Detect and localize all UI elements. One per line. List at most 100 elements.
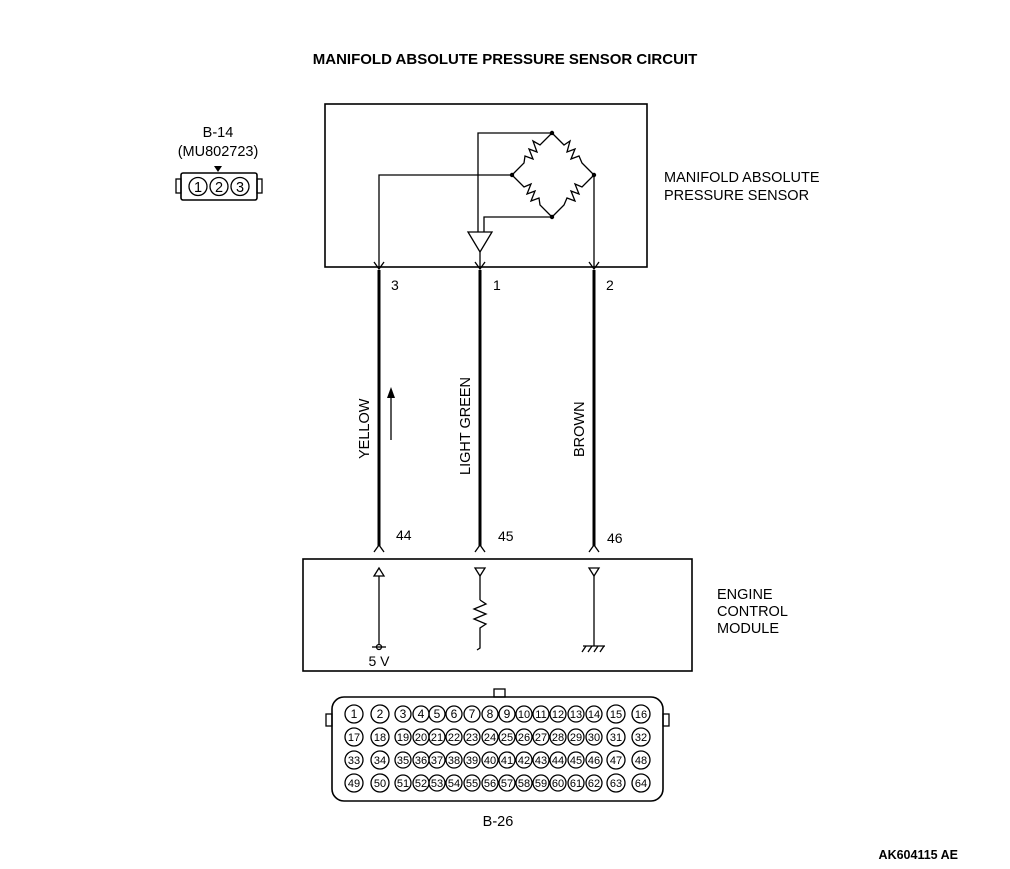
connector-b26-pin-17 <box>344 727 364 747</box>
wire-color-brown: BROWN <box>572 401 588 457</box>
figure-code: AK604115 AE <box>879 848 958 862</box>
wire-color-light-green: LIGHT GREEN <box>458 377 474 475</box>
connector-b26-pin-label: 50 <box>374 778 386 790</box>
connector-b26-name: B-26 <box>483 814 514 830</box>
connector-b26-pin-label: 8 <box>487 707 494 721</box>
connector-b26-pin-51 <box>394 774 412 792</box>
connector-b26-pin-label: 26 <box>518 732 530 744</box>
connector-b26-pin-label: 10 <box>518 709 530 721</box>
connector-b26-pin-33 <box>344 750 364 770</box>
ecm-pin-46: 46 <box>607 530 623 546</box>
diagram-title: MANIFOLD ABSOLUTE PRESSURE SENSOR CIRCUI… <box>313 51 697 68</box>
connector-b26-pin-57 <box>498 774 516 792</box>
connector-b26-pin-label: 37 <box>431 755 443 767</box>
connector-b26-pin-10 <box>515 705 533 723</box>
connector-b26-pin-49 <box>344 773 364 793</box>
sensor-pin-3: 3 <box>391 277 399 293</box>
connector-b26-pin-label: 46 <box>588 755 600 767</box>
connector-b26-pin-label: 38 <box>448 755 460 767</box>
connector-b26-pin-label: 34 <box>374 755 386 767</box>
connector-b26-pin-41 <box>498 751 516 769</box>
connector-b26-pin-label: 19 <box>397 732 409 744</box>
ecm-input-triangle-46-icon <box>587 567 601 578</box>
connector-b26-pin-27 <box>532 728 550 746</box>
connector-b26-pin-43 <box>532 751 550 769</box>
connector-b26-pin-label: 9 <box>504 707 511 721</box>
connector-b26-pin-24 <box>481 728 499 746</box>
sensor-box <box>324 103 648 268</box>
connector-b26-pin-label: 3 <box>400 707 407 721</box>
connector-b26-pin-12 <box>549 705 567 723</box>
connector-b26-pin-5 <box>428 705 446 723</box>
connector-b26-pin-label: 14 <box>588 709 600 721</box>
connector-b26-pin-label: 44 <box>552 755 564 767</box>
connector-b26-pin-14 <box>585 705 603 723</box>
connector-b26-pin-label: 54 <box>448 778 460 790</box>
connector-b26-pin-3 <box>394 705 412 723</box>
ecm-box <box>302 558 693 672</box>
connector-b26-pin-label: 45 <box>570 755 582 767</box>
connector-b26-pin-label: 20 <box>415 732 427 744</box>
connector-b26-pin-29 <box>567 728 585 746</box>
connector-b26-pin-label: 12 <box>552 709 564 721</box>
ground-icon <box>581 645 605 653</box>
connector-b26-pin-label: 58 <box>518 778 530 790</box>
connector-b26-pin-42 <box>515 751 533 769</box>
connector-b26-pin-23 <box>463 728 481 746</box>
connector-b26-pin-58 <box>515 774 533 792</box>
connector-b26-pin-31 <box>606 727 626 747</box>
connector-b26-pin-label: 62 <box>588 778 600 790</box>
connector-b26-pin-label: 5 <box>434 707 441 721</box>
connector-b26-pin-label: 24 <box>484 732 496 744</box>
connector-b26-pin-label: 53 <box>431 778 443 790</box>
ecm-label-line3: MODULE <box>717 621 779 637</box>
connector-b26-pin-35 <box>394 751 412 769</box>
connector-b26-pin-label: 30 <box>588 732 600 744</box>
connector-b26-pin-label: 61 <box>570 778 582 790</box>
connector-b26-pin-label: 47 <box>610 755 622 767</box>
connector-b14-name: B-14 <box>203 125 234 141</box>
ecm-label-line2: CONTROL <box>717 604 788 620</box>
connector-b26-pin-label: 32 <box>635 732 647 744</box>
connector-b26-pin-62 <box>585 774 603 792</box>
connector-b26-pin-label: 13 <box>570 709 582 721</box>
connector-b26-pin-47 <box>606 750 626 770</box>
connector-b26-pin-37 <box>428 751 446 769</box>
connector-b26-pin-22 <box>445 728 463 746</box>
connector-b26-pin-6 <box>445 705 463 723</box>
connector-b14-pin-2 <box>209 176 229 197</box>
connector-b26-pin-label: 4 <box>418 707 425 721</box>
connector-b26-pin-label: 36 <box>415 755 427 767</box>
connector-b26-pin-46 <box>585 751 603 769</box>
connector-b26-pin-50 <box>370 773 390 793</box>
connector-b26-pin-8 <box>481 705 499 723</box>
signal-direction-arrow-icon <box>387 387 395 440</box>
connector-b26-pin-label: 59 <box>535 778 547 790</box>
connector-b26-pin-label: 35 <box>397 755 409 767</box>
connector-b26-pin-61 <box>567 774 585 792</box>
connector-b26-pin-25 <box>498 728 516 746</box>
connector-b26-pin-18 <box>370 727 390 747</box>
wire-color-yellow: YELLOW <box>357 398 373 459</box>
connector-b26-pin-label: 6 <box>451 707 458 721</box>
connector-b26-pin-label: 1 <box>351 707 358 721</box>
sensor-pin-1: 1 <box>493 277 501 293</box>
ecm-connector-terminals <box>373 543 600 553</box>
connector-b26-pin-label: 22 <box>448 732 460 744</box>
connector-b26-pin-48 <box>631 750 651 770</box>
connector-b26-pin-21 <box>428 728 446 746</box>
connector-b26-pin-label: 39 <box>466 755 478 767</box>
connector-b26-pin-label: 63 <box>610 778 622 790</box>
ecm-pin-45: 45 <box>498 528 514 544</box>
ecm-input-triangle-44-icon <box>372 566 386 577</box>
sensor-pin-2: 2 <box>606 277 614 293</box>
connector-b26-pin-28 <box>549 728 567 746</box>
connector-b26-pin-64 <box>631 773 651 793</box>
connector-b26-pin-54 <box>445 774 463 792</box>
connector-b26-pin-45 <box>567 751 585 769</box>
connector-b26-pin-1 <box>344 704 364 724</box>
connector-b26-pin-label: 16 <box>635 709 647 721</box>
connector-b26-pin-label: 64 <box>635 778 647 790</box>
connector-b26-pin-53 <box>428 774 446 792</box>
